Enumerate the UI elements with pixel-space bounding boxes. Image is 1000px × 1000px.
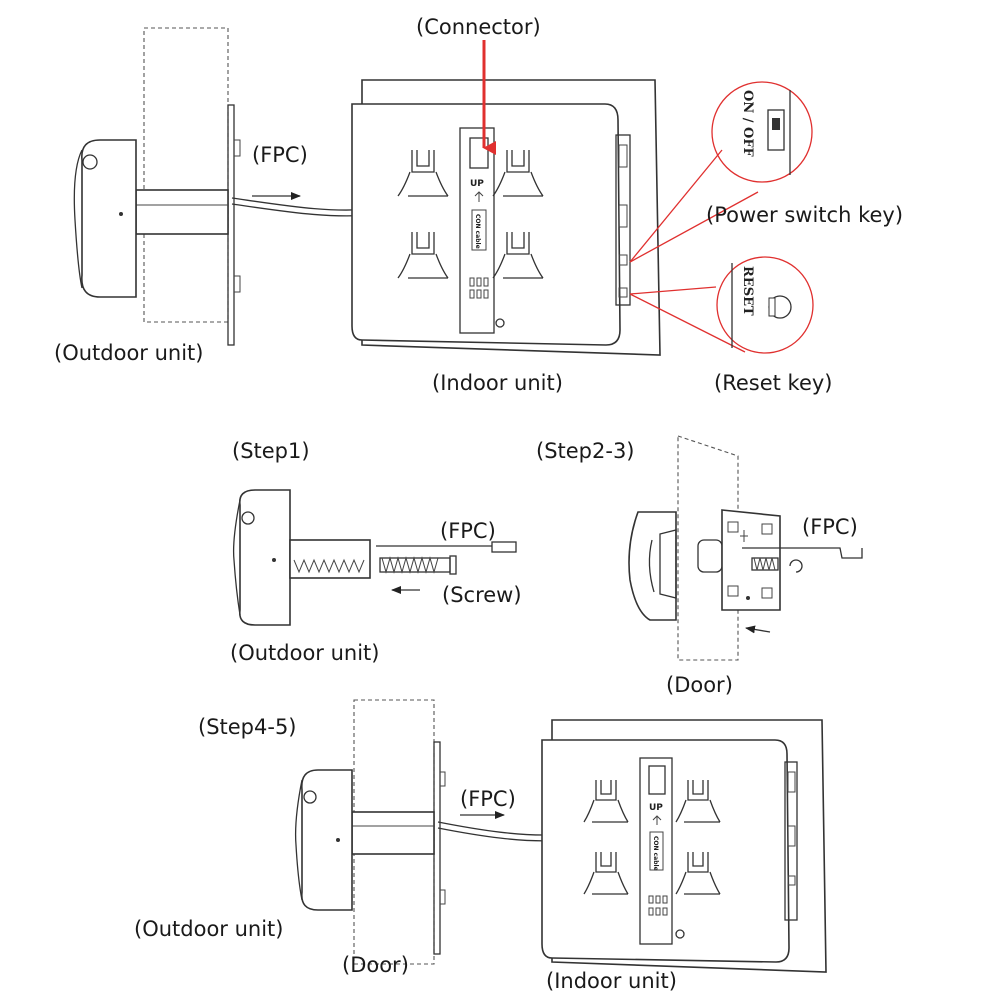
step45-barrel bbox=[351, 811, 435, 855]
step23-mounting-plate bbox=[721, 509, 781, 611]
top-outdoor-label: (Outdoor unit) bbox=[54, 341, 203, 365]
step45-indoor-label: (Indoor unit) bbox=[546, 969, 677, 993]
power-switch-label: (Power switch key) bbox=[706, 203, 903, 227]
top-barrel bbox=[135, 189, 229, 235]
reset-key-label: (Reset key) bbox=[714, 371, 832, 395]
step23-camera-body bbox=[628, 511, 677, 621]
step45-fpc-label: (FPC) bbox=[460, 787, 516, 811]
on-off-switch-icon bbox=[767, 109, 785, 151]
step1-outdoor-label: (Outdoor unit) bbox=[230, 641, 379, 665]
step23-fpc-label: (FPC) bbox=[802, 515, 858, 539]
step1-fpc-connector bbox=[491, 541, 517, 553]
step45-indoor-unit: UP CON cable bbox=[541, 719, 827, 973]
step45-connector-socket bbox=[648, 765, 666, 795]
step45-mounting-hooks bbox=[583, 780, 721, 895]
top-fpc-label: (FPC) bbox=[252, 143, 308, 167]
step45-up-marking: UP bbox=[649, 803, 663, 813]
step1-fpc-label: (FPC) bbox=[440, 519, 496, 543]
reset-zoom-circle bbox=[716, 256, 814, 354]
step23-door-outline bbox=[677, 435, 739, 661]
top-camera-body bbox=[81, 139, 137, 298]
top-door-outline bbox=[143, 27, 229, 323]
top-outdoor-unit bbox=[73, 27, 241, 346]
top-con-cable-marking: CON cable bbox=[474, 214, 481, 249]
step23-door-label: (Door) bbox=[666, 673, 733, 697]
top-indoor-label: (Indoor unit) bbox=[432, 371, 563, 395]
top-reset-button-icon bbox=[618, 287, 628, 298]
step23-fpc-cable bbox=[742, 547, 863, 559]
connector-label: (Connector) bbox=[416, 15, 541, 39]
step23-rotate-icon bbox=[789, 559, 803, 573]
top-up-marking: UP bbox=[470, 179, 484, 189]
top-indoor-unit: UP CON cable bbox=[351, 79, 661, 356]
step1-camera-body bbox=[238, 489, 291, 626]
step45-label: (Step4-5) bbox=[198, 715, 297, 739]
step23-push-arrow bbox=[745, 625, 771, 634]
step45-outdoor-unit bbox=[294, 699, 446, 965]
step1-barrel-thread bbox=[293, 558, 365, 574]
power-switch-zoom: ON / OFF bbox=[629, 81, 813, 263]
top-camera-lens-icon bbox=[82, 154, 98, 170]
step1-barrel bbox=[289, 539, 371, 579]
step23-door-assembly bbox=[628, 435, 863, 661]
top-power-switch-icon bbox=[618, 254, 628, 266]
step45-indoor-panel bbox=[541, 739, 790, 963]
step1-screw-label: (Screw) bbox=[442, 583, 522, 607]
step1-label: (Step1) bbox=[232, 439, 310, 463]
power-switch-zoom-circle bbox=[711, 81, 813, 183]
step45-outdoor-label: (Outdoor unit) bbox=[134, 917, 283, 941]
step1-outdoor-unit bbox=[232, 489, 517, 626]
reset-key-zoom: RESET bbox=[629, 256, 814, 354]
reset-marking: RESET bbox=[740, 266, 755, 316]
step45-con-cable-marking: CON cable bbox=[652, 836, 659, 871]
step23-screw bbox=[751, 557, 779, 571]
step45-door-plate bbox=[433, 741, 441, 955]
on-off-marking: ON / OFF bbox=[740, 90, 755, 158]
top-door-plate bbox=[227, 104, 235, 346]
step23-label: (Step2-3) bbox=[536, 439, 635, 463]
top-mounting-hooks bbox=[397, 150, 544, 279]
step45-door-label: (Door) bbox=[342, 953, 409, 977]
